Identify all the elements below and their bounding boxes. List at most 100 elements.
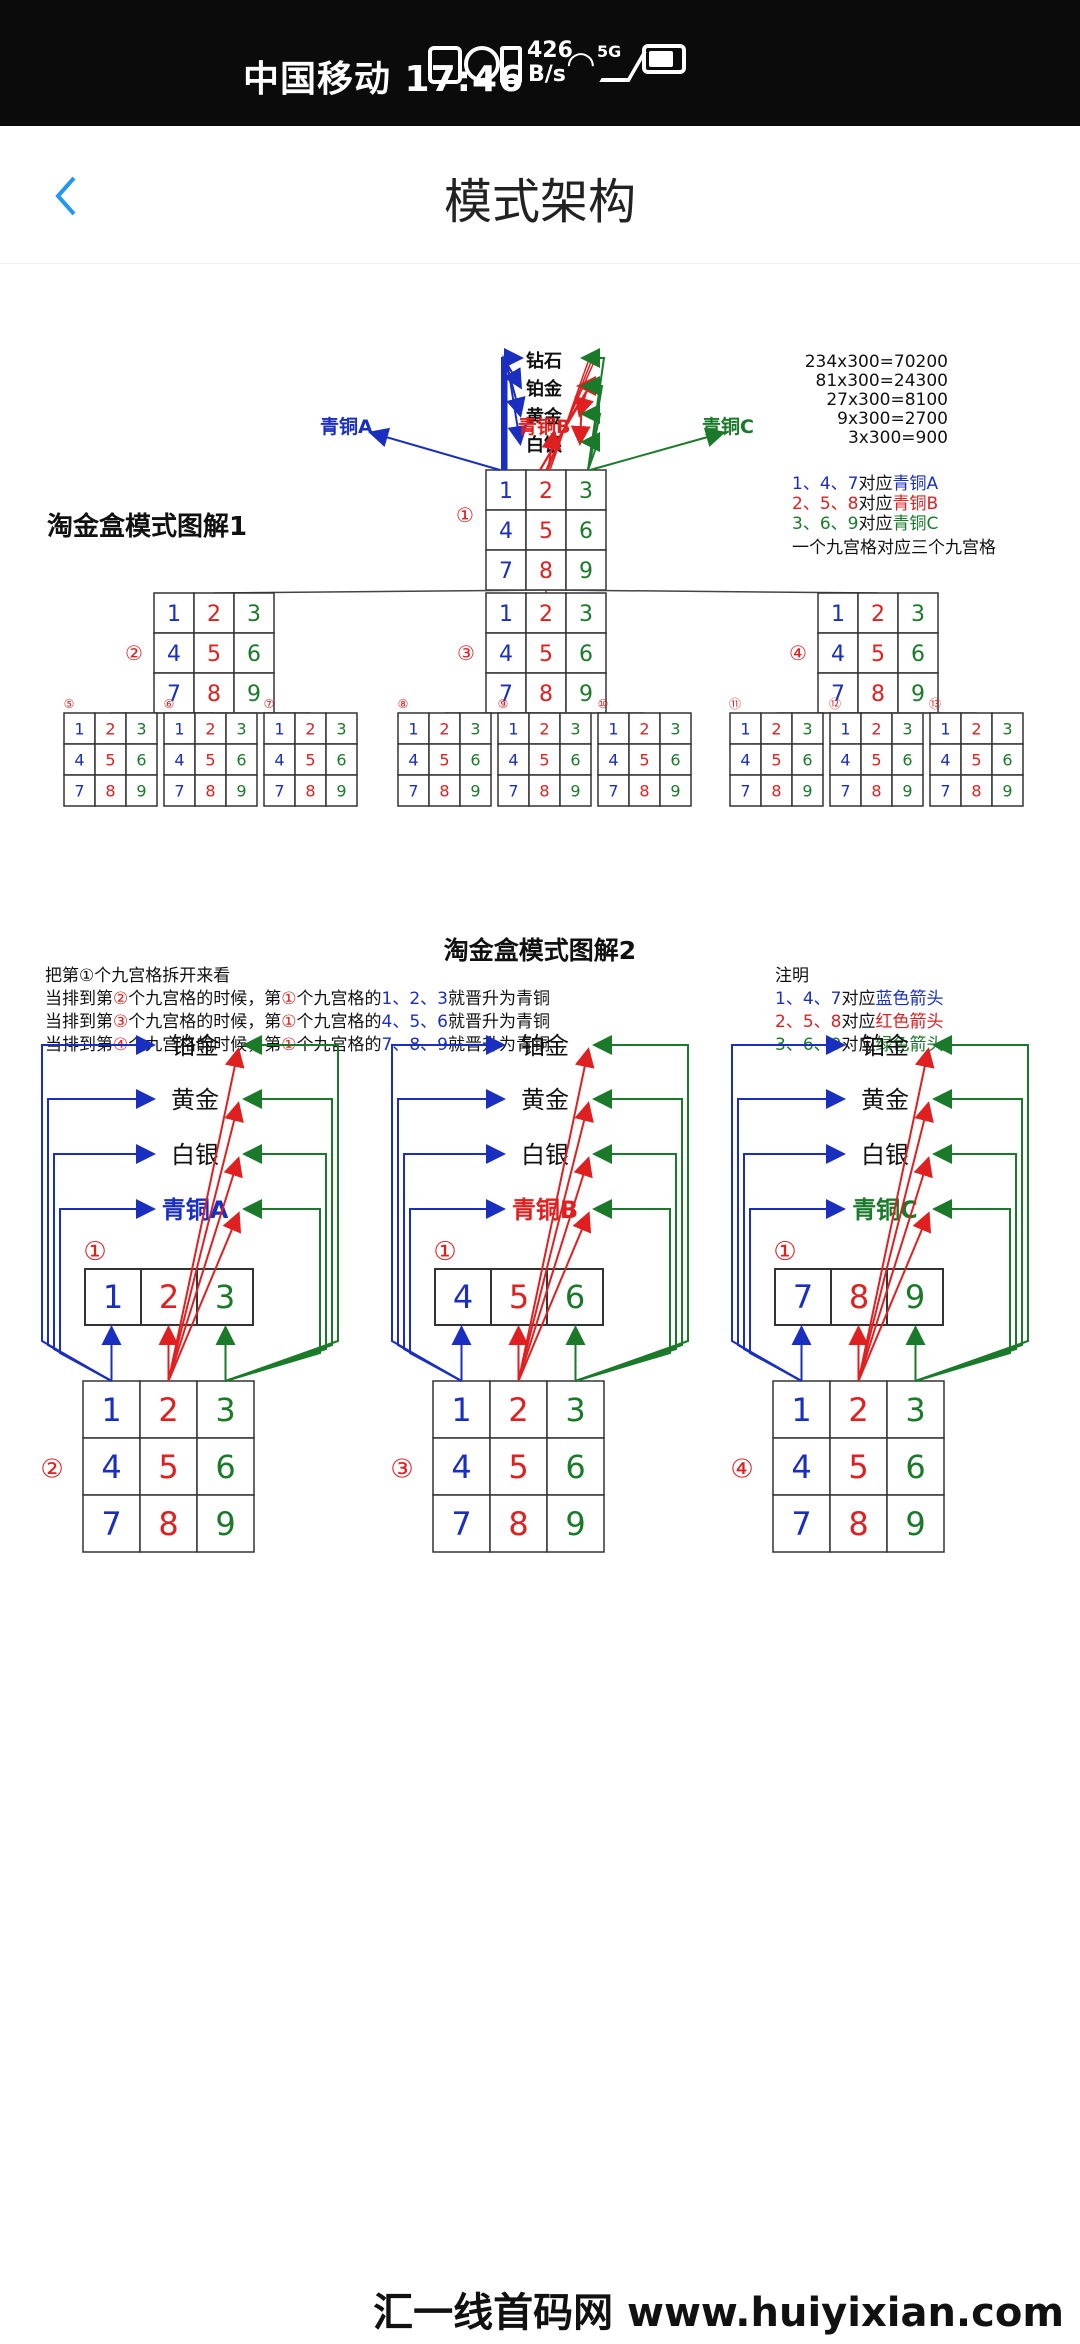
- grid-number: 7: [831, 682, 845, 707]
- grid-number: 6: [336, 750, 346, 769]
- green-arrow: [589, 427, 726, 471]
- grid-number: 8: [771, 781, 781, 800]
- row-number: 2: [159, 1278, 179, 1316]
- red-arrow: [517, 1156, 593, 1382]
- row-cell: [490, 1268, 548, 1326]
- grid-number: 4: [740, 750, 750, 769]
- row-number: 9: [905, 1278, 925, 1316]
- grid-number: 3: [247, 602, 261, 627]
- grid-number: 6: [802, 750, 812, 769]
- grid-number: 7: [167, 682, 181, 707]
- grid-number: 4: [831, 642, 845, 667]
- grid-cell: [397, 774, 430, 807]
- grid-cell: [428, 712, 461, 745]
- grid-number: 5: [771, 750, 781, 769]
- grid-cell: [772, 1437, 831, 1496]
- legend-nums: 1、4、7: [792, 474, 858, 494]
- grid-cell: [193, 592, 235, 634]
- grid-number: 8: [971, 781, 981, 800]
- alarm-icon: [464, 46, 500, 82]
- grid-number: 1: [101, 1391, 121, 1429]
- grid-number: 7: [451, 1505, 471, 1543]
- grid-number: 6: [579, 642, 593, 667]
- grid-cell: [485, 549, 527, 591]
- grid-cell: [760, 774, 793, 807]
- circle-label: ③: [457, 641, 475, 665]
- grid-number: 7: [408, 781, 418, 800]
- grid-number: 5: [508, 1448, 528, 1486]
- grid-cell: [139, 1494, 198, 1553]
- grid-number: 8: [205, 781, 215, 800]
- bronze-label: 青铜B: [512, 1196, 578, 1224]
- grid-number: 6: [911, 642, 925, 667]
- red-arrow: [541, 429, 562, 471]
- status-bar: 中国移动 17:46 426 B/s ◠ 5G: [0, 0, 1080, 126]
- grid-cell: [459, 774, 492, 807]
- grid-cell: [525, 672, 567, 714]
- grid-number: 9: [470, 781, 480, 800]
- grid-cell: [565, 549, 607, 591]
- grid-number: 7: [840, 781, 850, 800]
- grid-number: 9: [215, 1505, 235, 1543]
- grid-cell: [891, 743, 924, 776]
- green-arrow: [225, 1144, 327, 1382]
- red-arrow: [857, 1211, 932, 1382]
- grid-number: 5: [158, 1448, 178, 1486]
- grid-number: 8: [539, 781, 549, 800]
- grid-number: 3: [236, 719, 246, 738]
- grid-cell: [565, 632, 607, 674]
- chevron-left-icon: [55, 176, 76, 216]
- row-number: 7: [793, 1278, 813, 1316]
- legend-line: 1、4、7对应青铜A: [792, 474, 938, 494]
- net-type: 5G: [597, 42, 622, 61]
- grid-number: 9: [236, 781, 246, 800]
- grid-number: 9: [902, 781, 912, 800]
- grid-number: 9: [670, 781, 680, 800]
- grid-number: 9: [1002, 781, 1012, 800]
- blue-arrow: [409, 1199, 506, 1382]
- circle-label: ⑬: [929, 697, 941, 711]
- blue-arrow: [501, 348, 524, 470]
- explain-circle: ③: [113, 1012, 128, 1032]
- grid-cell: [163, 712, 196, 745]
- grid-cell: [891, 774, 924, 807]
- circle-label: ①: [773, 1237, 796, 1267]
- grid-number: 3: [911, 602, 925, 627]
- vibrate-icon: [500, 46, 522, 84]
- circle-label: ⑫: [829, 697, 841, 711]
- calc-line: 234x300=70200: [805, 352, 948, 372]
- explain-post: 就晋升为青铜: [448, 1012, 550, 1032]
- grid-number: 6: [902, 750, 912, 769]
- grid-cell: [886, 1494, 945, 1553]
- grid-number: 1: [740, 719, 750, 738]
- grid-number: 1: [167, 602, 181, 627]
- grid-number: 5: [539, 642, 553, 667]
- grid-number: 8: [539, 559, 553, 584]
- grid-cell: [125, 774, 158, 807]
- grid-cell: [397, 712, 430, 745]
- grid-number: 9: [911, 682, 925, 707]
- grid-cell: [432, 1437, 491, 1496]
- grid-cell: [325, 712, 358, 745]
- back-button[interactable]: [48, 166, 88, 226]
- note-text: 对应: [841, 989, 875, 1009]
- legend-text: 对应: [858, 474, 892, 494]
- blue-arrow: [743, 1144, 846, 1382]
- grid-number: 9: [136, 781, 146, 800]
- grid-number: 4: [508, 750, 518, 769]
- explain-circle: ①: [281, 989, 296, 1009]
- grid-cell: [929, 712, 962, 745]
- grid-number: 4: [408, 750, 418, 769]
- grid-number: 1: [508, 719, 518, 738]
- grid-number: 2: [971, 719, 981, 738]
- green-arrow: [575, 1089, 683, 1382]
- circle-label: ①: [83, 1237, 106, 1267]
- grid-number: 2: [848, 1391, 868, 1429]
- circle-label: ①: [456, 503, 474, 527]
